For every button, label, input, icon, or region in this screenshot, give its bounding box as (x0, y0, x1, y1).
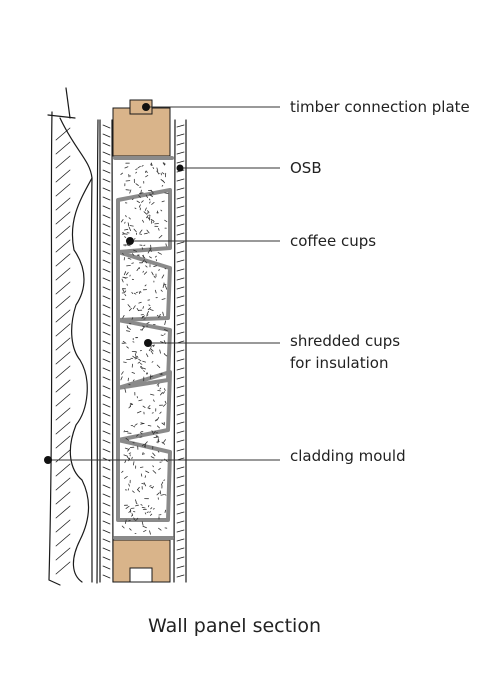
shredded-pointer-dot (144, 339, 152, 347)
cladding-pointer-dot (44, 456, 52, 464)
osb-pointer-dot (176, 164, 184, 172)
timber-pointer-dot (142, 103, 150, 111)
cladding-mould-sketch (47, 87, 99, 586)
label-coffee-cups: coffee cups (290, 232, 376, 250)
label-cladding-mould: cladding mould (290, 447, 406, 465)
label-shredded-cups-line1: shredded cups (290, 332, 400, 350)
diagram-caption: Wall panel section (148, 615, 321, 637)
label-shredded-cups-line2: for insulation (290, 354, 388, 372)
label-osb: OSB (290, 159, 322, 177)
label-timber-connection-plate: timber connection plate (290, 98, 470, 116)
cups-pointer-dot (126, 237, 134, 245)
leader-lines (44, 103, 280, 464)
panel-section-sketch (99, 99, 187, 583)
timber-plate-top (112, 107, 171, 157)
